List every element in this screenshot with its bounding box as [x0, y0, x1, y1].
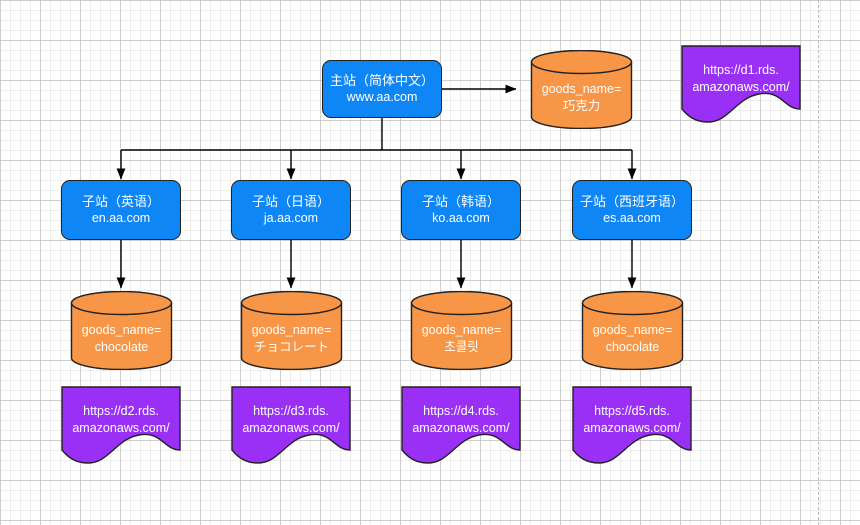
sub-site-es-line1: 子站（西班牙语）	[579, 194, 684, 210]
main-database-line1: goods_name=	[541, 82, 622, 96]
main-site-line2: www.aa.com	[346, 90, 418, 105]
document-shape-icon	[231, 386, 351, 464]
database-cylinder-icon	[70, 291, 173, 370]
sub-document-d5-line1: https://d5.rds.	[594, 404, 670, 418]
sub-database-en-line1: goods_name=	[81, 323, 162, 337]
sub-site-ja-line1: 子站（日语）	[251, 194, 330, 210]
node-sub-site-ja[interactable]: 子站（日语） ja.aa.com	[231, 180, 351, 240]
sub-document-d5-line2: amazonaws.com/	[583, 420, 681, 435]
node-sub-site-ko[interactable]: 子站（韩语） ko.aa.com	[401, 180, 521, 240]
sub-document-d3-line1: https://d3.rds.	[253, 404, 329, 418]
sub-database-ja-line2: チョコレート	[253, 339, 329, 354]
main-site-line1: 主站（简体中文）	[329, 73, 434, 89]
sub-site-en-line2: en.aa.com	[91, 211, 151, 226]
node-main-database[interactable]: goods_name= 巧克力	[530, 50, 633, 129]
node-sub-document-d3[interactable]: https://d3.rds. amazonaws.com/	[231, 386, 351, 464]
node-sub-site-es[interactable]: 子站（西班牙语） es.aa.com	[572, 180, 692, 240]
sub-site-ja-line2: ja.aa.com	[263, 211, 319, 226]
sub-document-d4-line2: amazonaws.com/	[412, 420, 510, 435]
node-main-document[interactable]: https://d1.rds. amazonaws.com/	[681, 45, 801, 123]
sub-database-es-line2: chocolate	[605, 339, 660, 354]
database-cylinder-icon	[240, 291, 343, 370]
document-shape-icon	[401, 386, 521, 464]
main-document-line2: amazonaws.com/	[692, 79, 790, 94]
database-cylinder-icon	[530, 50, 633, 129]
sub-site-ko-line1: 子站（韩语）	[421, 194, 500, 210]
sub-database-ko-line1: goods_name=	[421, 323, 502, 337]
sub-site-es-line2: es.aa.com	[603, 211, 661, 226]
document-shape-icon	[572, 386, 692, 464]
sub-database-es-line1: goods_name=	[592, 323, 673, 337]
sub-document-d2-line1: https://d2.rds.	[83, 404, 159, 418]
sub-document-d4-line1: https://d4.rds.	[423, 404, 499, 418]
node-main-site[interactable]: 主站（简体中文） www.aa.com	[322, 60, 442, 118]
sub-database-ko-line2: 초콜릿	[444, 339, 479, 354]
node-sub-database-es[interactable]: goods_name= chocolate	[581, 291, 684, 370]
node-sub-database-en[interactable]: goods_name= chocolate	[70, 291, 173, 370]
sub-document-d2-line2: amazonaws.com/	[72, 420, 170, 435]
sub-site-ko-line2: ko.aa.com	[432, 211, 490, 226]
main-database-line2: 巧克力	[562, 98, 601, 113]
sub-database-en-line2: chocolate	[94, 339, 149, 354]
main-document-line1: https://d1.rds.	[703, 63, 779, 77]
node-sub-database-ko[interactable]: goods_name= 초콜릿	[410, 291, 513, 370]
node-sub-document-d4[interactable]: https://d4.rds. amazonaws.com/	[401, 386, 521, 464]
sub-site-en-line1: 子站（英语）	[81, 194, 160, 210]
document-shape-icon	[61, 386, 181, 464]
database-cylinder-icon	[410, 291, 513, 370]
database-cylinder-icon	[581, 291, 684, 370]
node-sub-site-en[interactable]: 子站（英语） en.aa.com	[61, 180, 181, 240]
node-sub-document-d5[interactable]: https://d5.rds. amazonaws.com/	[572, 386, 692, 464]
document-shape-icon	[681, 45, 801, 123]
node-sub-database-ja[interactable]: goods_name= チョコレート	[240, 291, 343, 370]
node-sub-document-d2[interactable]: https://d2.rds. amazonaws.com/	[61, 386, 181, 464]
sub-document-d3-line2: amazonaws.com/	[242, 420, 340, 435]
page-break-guide	[818, 0, 819, 525]
sub-database-ja-line1: goods_name=	[251, 323, 332, 337]
